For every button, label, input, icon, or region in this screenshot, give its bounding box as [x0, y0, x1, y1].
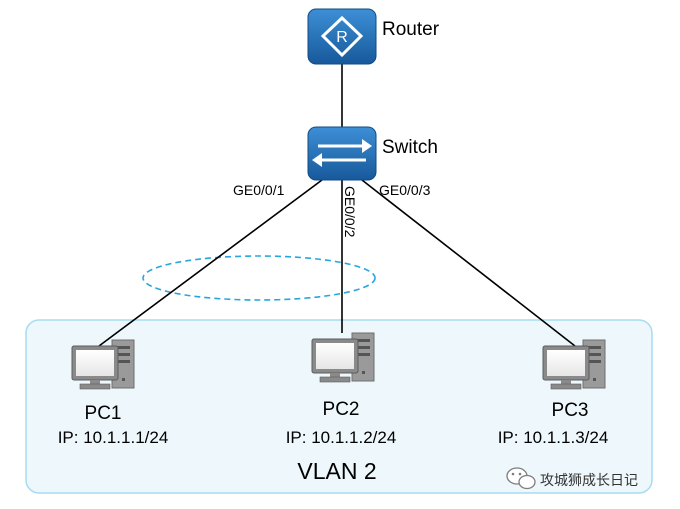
svg-text:R: R: [336, 29, 348, 46]
pc1-name: PC1: [85, 403, 122, 424]
port-label-pc2: GE0/0/2: [342, 186, 358, 238]
wechat-icon: [506, 467, 536, 490]
pc2-ip: IP: 10.1.1.2/24: [286, 428, 397, 447]
switch-label: Switch: [382, 137, 438, 158]
pc2-name: PC2: [323, 399, 360, 420]
pc1-ip: IP: 10.1.1.1/24: [58, 428, 169, 447]
pc3-ip: IP: 10.1.1.3/24: [498, 428, 609, 447]
link-switch-pc1: [98, 179, 323, 347]
watermark-text: 攻城狮成长日记: [540, 473, 638, 489]
router-label: Router: [382, 19, 440, 40]
router-icon: R: [307, 8, 377, 65]
switch-icon: [307, 126, 377, 181]
vlan-label: VLAN 2: [297, 458, 376, 484]
vlan-dashed-ellipse: [142, 255, 376, 301]
vlan-area: [25, 319, 653, 494]
pc3-name: PC3: [552, 400, 589, 421]
link-switch-pc3: [361, 179, 576, 347]
port-label-pc3: GE0/0/3: [379, 182, 431, 198]
port-label-pc1: GE0/0/1: [233, 182, 285, 198]
